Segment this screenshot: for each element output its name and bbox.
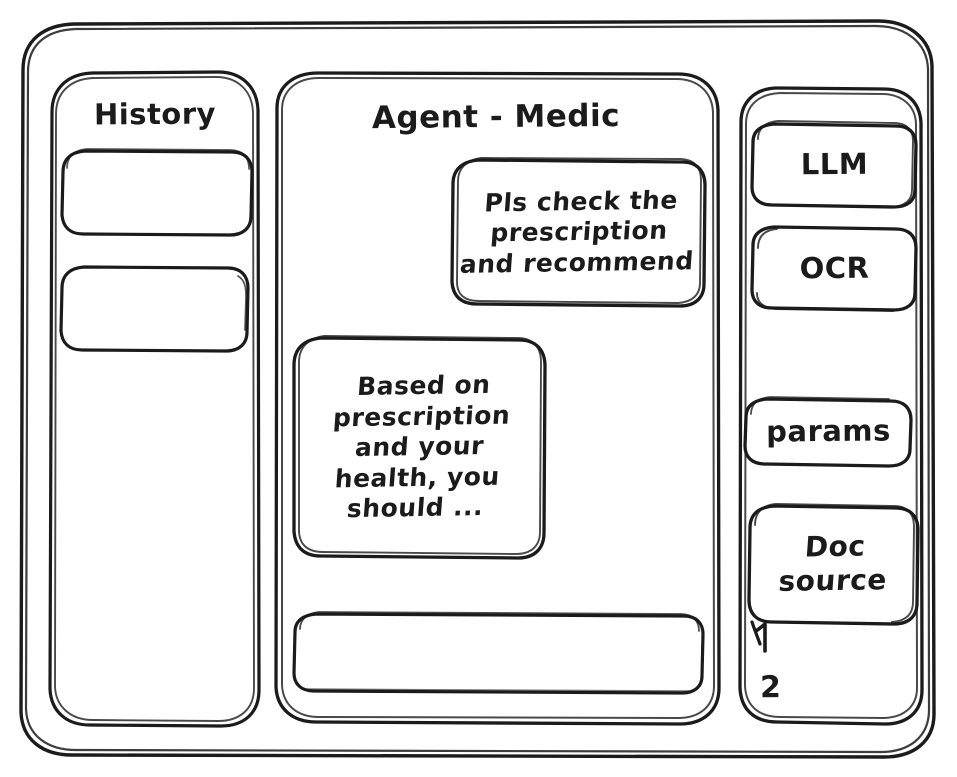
llm-button[interactable]: LLM — [752, 121, 917, 208]
ocr-button-label: OCR — [799, 251, 870, 286]
message-input[interactable] — [294, 612, 704, 694]
doc-source-label: Doc source — [777, 529, 889, 598]
history-item-2-label — [61, 265, 250, 353]
llm-button-label: LLM — [800, 146, 869, 182]
ocr-button[interactable]: OCR — [752, 227, 917, 311]
params-button-label: params — [766, 413, 891, 449]
params-button[interactable]: params — [745, 397, 912, 467]
message-input-value — [294, 610, 705, 696]
assistant-message-text: Based on prescription and your health, y… — [332, 370, 512, 524]
user-message-bubble[interactable]: Pls check the prescription and recommend — [452, 158, 706, 307]
history-title: History — [93, 96, 217, 132]
agent-title: Agent - Medic — [371, 98, 621, 137]
history-item-2[interactable] — [61, 266, 249, 352]
user-message-text: Pls check the prescription and recommend — [458, 185, 695, 279]
assistant-message-bubble[interactable]: Based on prescription and your health, y… — [293, 336, 546, 559]
doc-source-item-1[interactable]: 1 — [754, 622, 794, 658]
history-item-1-label — [62, 149, 254, 237]
history-item-1[interactable] — [62, 150, 253, 236]
doc-source-box[interactable]: Doc source — [749, 504, 919, 624]
doc-source-item-2[interactable]: 2 — [759, 669, 782, 705]
